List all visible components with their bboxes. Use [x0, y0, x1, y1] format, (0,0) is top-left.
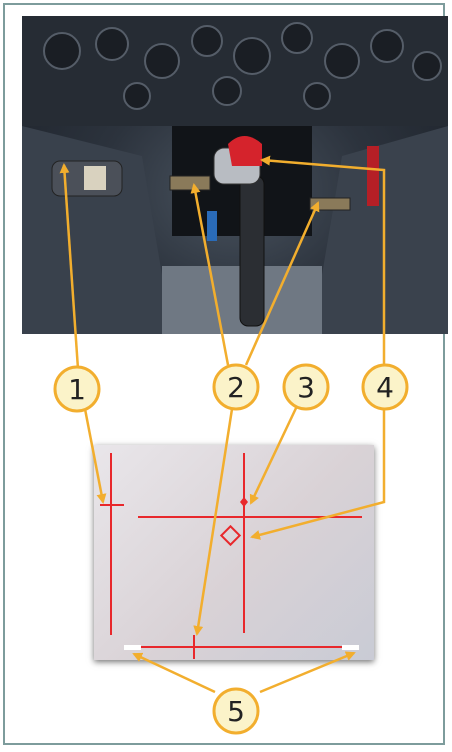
right-rudder-pedal: [309, 197, 351, 211]
right-console: [312, 126, 448, 334]
reticle-small-diamond: [240, 497, 248, 507]
stick-top-red: [228, 136, 262, 166]
control-stick: [239, 175, 265, 327]
reticle-right-marker: [342, 645, 359, 650]
throttle-grip: [84, 166, 106, 190]
reticle-diamond: [219, 524, 242, 547]
cockpit-photo-illustration: [22, 16, 448, 334]
reticle-panel: [94, 445, 374, 660]
gauge-cluster: [43, 22, 442, 110]
cockpit-photo: [22, 16, 448, 334]
stick-blue-lever: [207, 211, 217, 241]
left-rudder-pedal: [169, 175, 211, 191]
reticle-diagram: [100, 453, 362, 659]
reticle-left-marker: [124, 645, 141, 650]
red-lever: [367, 146, 379, 206]
left-console: [22, 126, 172, 334]
